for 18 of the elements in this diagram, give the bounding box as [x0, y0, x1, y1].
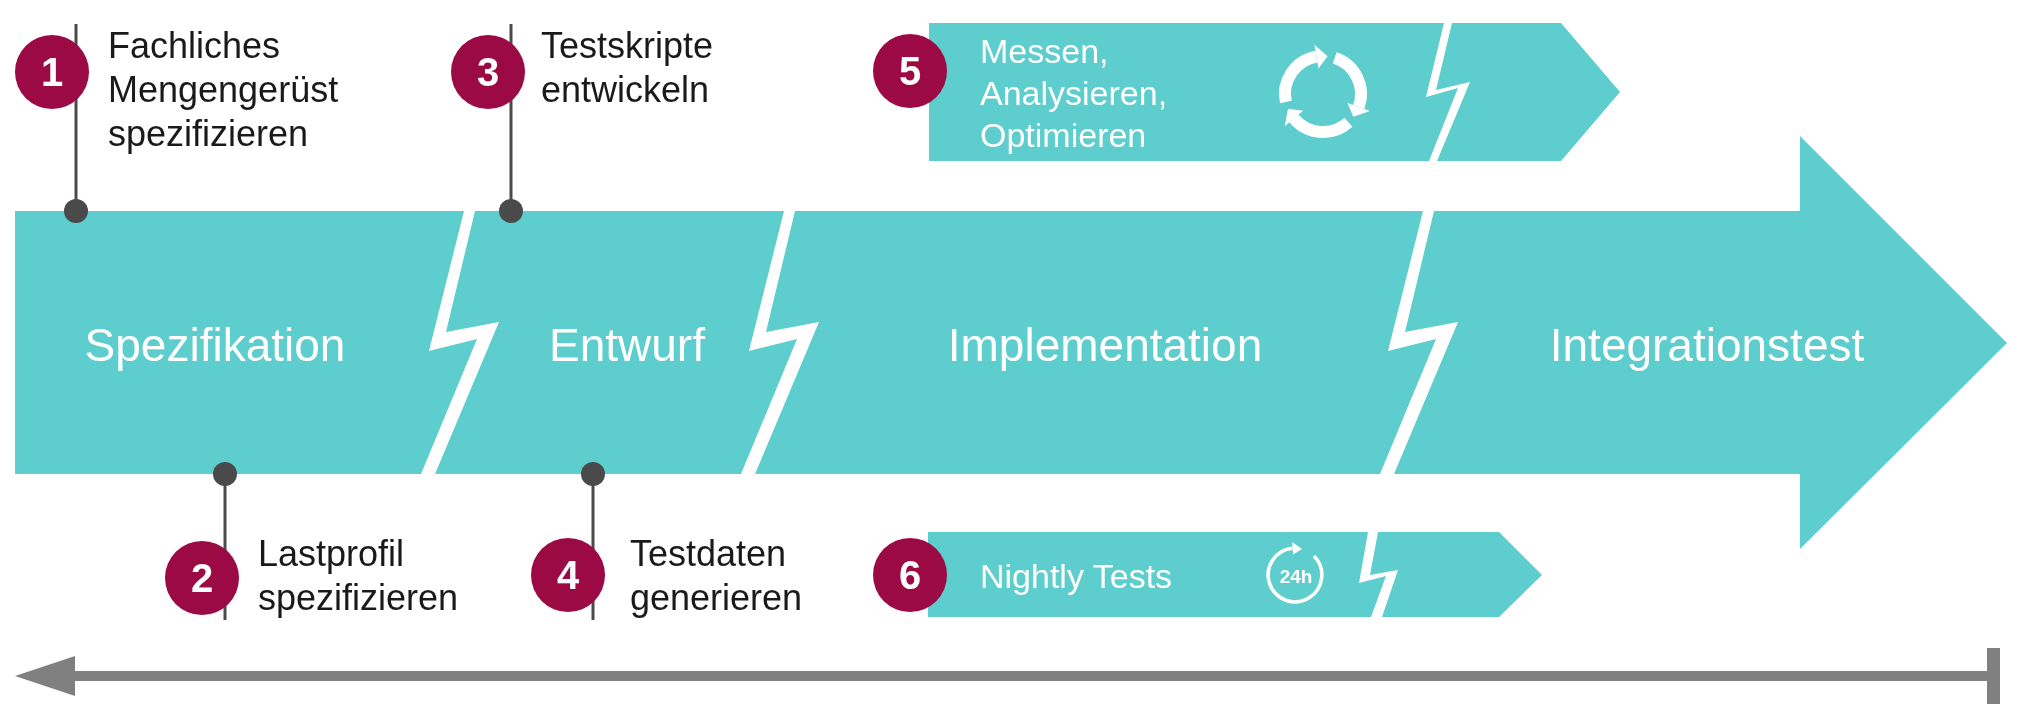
callout-number: 2 [165, 541, 239, 615]
callout-text: Lastprofil spezifizieren [258, 532, 460, 620]
callout-text: Testskripte entwickeln [541, 24, 715, 112]
duration-text: 24h [1279, 566, 1313, 586]
callout-number: 3 [451, 35, 525, 109]
callout-text: Fachliches Mengengerüst spezifizieren [108, 24, 340, 156]
step-text: Nightly Tests [980, 556, 1173, 597]
leader-line [581, 462, 605, 620]
callout-number: 6 [873, 538, 947, 612]
callout-number: 4 [531, 538, 605, 612]
callout-number: 1 [15, 35, 89, 109]
leader-line [213, 462, 237, 620]
callout-text: Testdaten generieren [630, 532, 804, 620]
leader-line [499, 24, 523, 223]
stage-label: Entwurf [549, 322, 705, 368]
callout-number: 5 [873, 34, 947, 108]
leader-line [64, 24, 88, 223]
step-text: Messen, Analysieren, Optimieren [980, 31, 1169, 156]
